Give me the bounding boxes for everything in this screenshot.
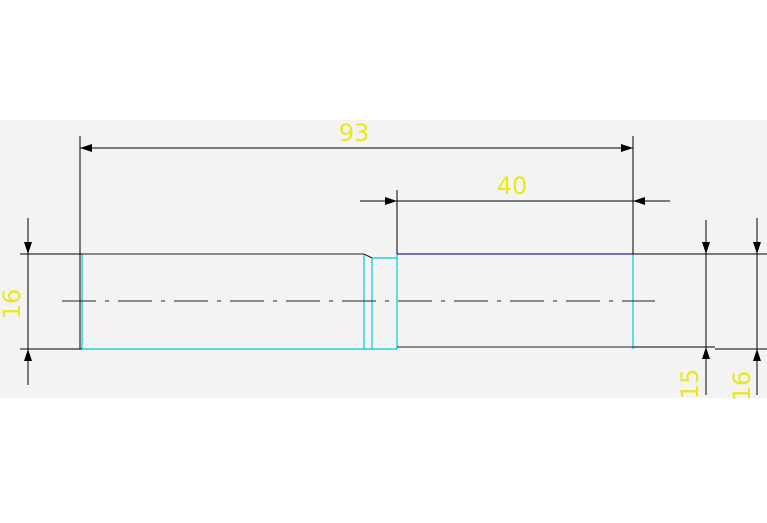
dim-16-left-label: 16 (0, 289, 26, 320)
drawing-area (0, 120, 767, 398)
dim-93-label: 93 (339, 119, 370, 147)
dimension-lines (24, 144, 761, 395)
part-geometry (62, 253, 655, 350)
dim-40-label: 40 (497, 172, 528, 200)
dim-16-right-label: 16 (728, 371, 756, 402)
dimension-labels: 93 40 16 15 16 (0, 119, 756, 401)
dim-15-label: 15 (676, 369, 704, 400)
neck-top-chamfer (363, 253, 373, 259)
